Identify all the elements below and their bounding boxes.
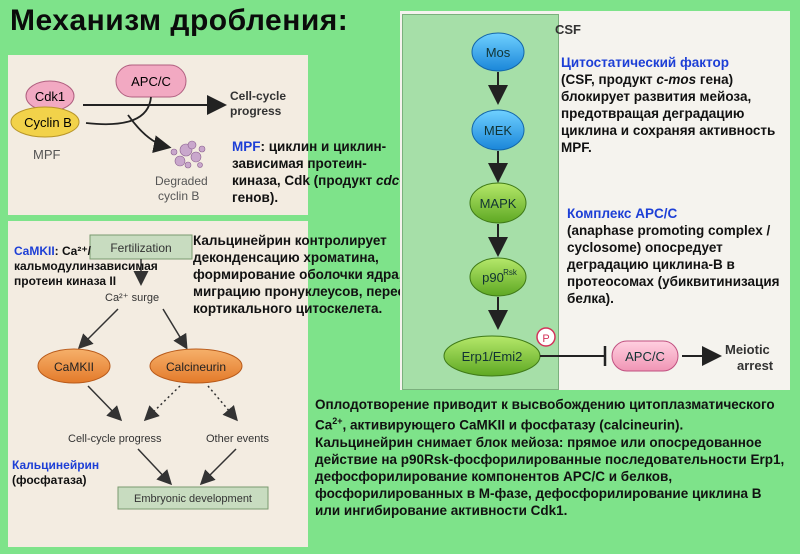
p90-shape [469,257,527,297]
cyclin-b-shape [10,106,80,138]
mpf-note-body: : циклин и циклин-зависимая протеин-кина… [232,139,387,188]
embryonic-label: Embryonic development [134,493,252,505]
summary-part1: Оплодотворение приводит к высвобождению … [315,397,775,433]
csf-note-lead: Цитостатический фактор [561,55,729,70]
calcineurin-shape [149,348,243,384]
slide-title: Механизм дробления: [10,4,349,37]
cell-cycle-label-1: Cell-cycle [230,89,286,103]
mpf-note-lead: MPF [232,139,261,154]
erp1-label: Erp1/Emi2 [462,349,523,364]
phospho-circle [536,327,556,347]
csf-diagram: Mos MEK MAPK p90 Rsk Erp1/Emi2 P APC/C M… [443,32,774,377]
meiotic-label-1: Meiotic [725,342,770,357]
summary-part2: , активирующего CaMKII и фосфатазу (calc… [315,417,785,518]
csf-note: Цитостатический фактор (CSF, продукт c-mo… [561,54,786,156]
mapk-label: MAPK [480,196,517,211]
mpf-label: MPF [33,147,61,162]
csf-note-body-1: (CSF, продукт [561,72,657,87]
csf-note-italic: c-mos [656,72,697,87]
fertilization-label: Fertilization [110,241,171,255]
degraded-dots [170,140,206,169]
mek-label: MEK [484,123,513,138]
degraded-label-1: Degraded [155,174,208,188]
phospho-label: P [542,333,549,345]
calcineurin-note-body: (фосфатаза) [12,473,87,487]
mos-shape [471,32,525,72]
camkii-note-body: : Ca²⁺/кальмодулинзависимая протеин кина… [14,244,158,288]
apcc-curve [85,96,152,126]
camkii-note: CaMKII: Ca²⁺/кальмодулинзависимая протеи… [14,244,158,289]
apc-note: Комплекс APC/C (anaphase promoting comple… [567,205,792,307]
calcineurin-note: Кальцинейрин(фосфатаза) [12,458,122,488]
degraded-label-2: cyclin B [158,189,199,203]
other-events-label: Other events [206,433,269,445]
mpf-note-italic: cdc [376,173,400,188]
mpf-note: MPF: циклин и циклин-зависимая протеин-к… [232,138,412,206]
camkii-shape [37,348,111,384]
cyclin-b-label: Cyclin B [24,115,72,130]
csf-note-body-2: гена) блокирует развития мейоза, предотв… [561,72,776,155]
cell-cycle-label-2: progress [230,104,282,118]
apcc-csf-label: APC/C [625,349,665,364]
calcineurin-note-lead: Кальцинейрин [12,458,100,472]
mapk-shape [469,182,527,224]
cdk1-label: Cdk1 [35,89,65,104]
calcineurin-label: Calcineurin [166,360,226,374]
apcc-csf-shape [611,340,679,372]
camkii-note-lead: CaMKII [14,244,55,258]
calcium-diagram: Fertilization Ca²⁺ surge CaMKII Calcineu… [37,234,269,510]
csf-label: CSF [555,22,581,37]
apcc-label: APC/C [131,74,171,89]
calcineurin-description: Кальцинейрин контролирует деконденсацию … [193,233,451,316]
mos-label: Mos [486,45,511,60]
ca-surge-label: Ca²⁺ surge [105,292,159,304]
degrade-arrow [127,114,172,153]
fertilization-summary: Оплодотворение приводит к высвобождению … [315,396,785,519]
p90-label: p90 [482,270,504,285]
mpf-diagram: Cdk1 Cyclin B APC/C MPF Cell-cycle progr… [10,64,286,203]
embryonic-box [117,486,269,510]
mek-shape [471,109,525,151]
camkii-label: CaMKII [54,360,94,374]
apc-note-body: (anaphase promoting complex / cyclosome)… [567,223,780,306]
p90-sup-label: Rsk [503,268,518,277]
cell-cycle-progress-label: Cell-cycle progress [68,433,162,445]
meiotic-label-2: arrest [737,358,774,373]
fertilization-box [89,234,193,260]
apc-note-lead: Комплекс APC/C [567,206,678,221]
summary-sup: 2+ [332,416,343,426]
